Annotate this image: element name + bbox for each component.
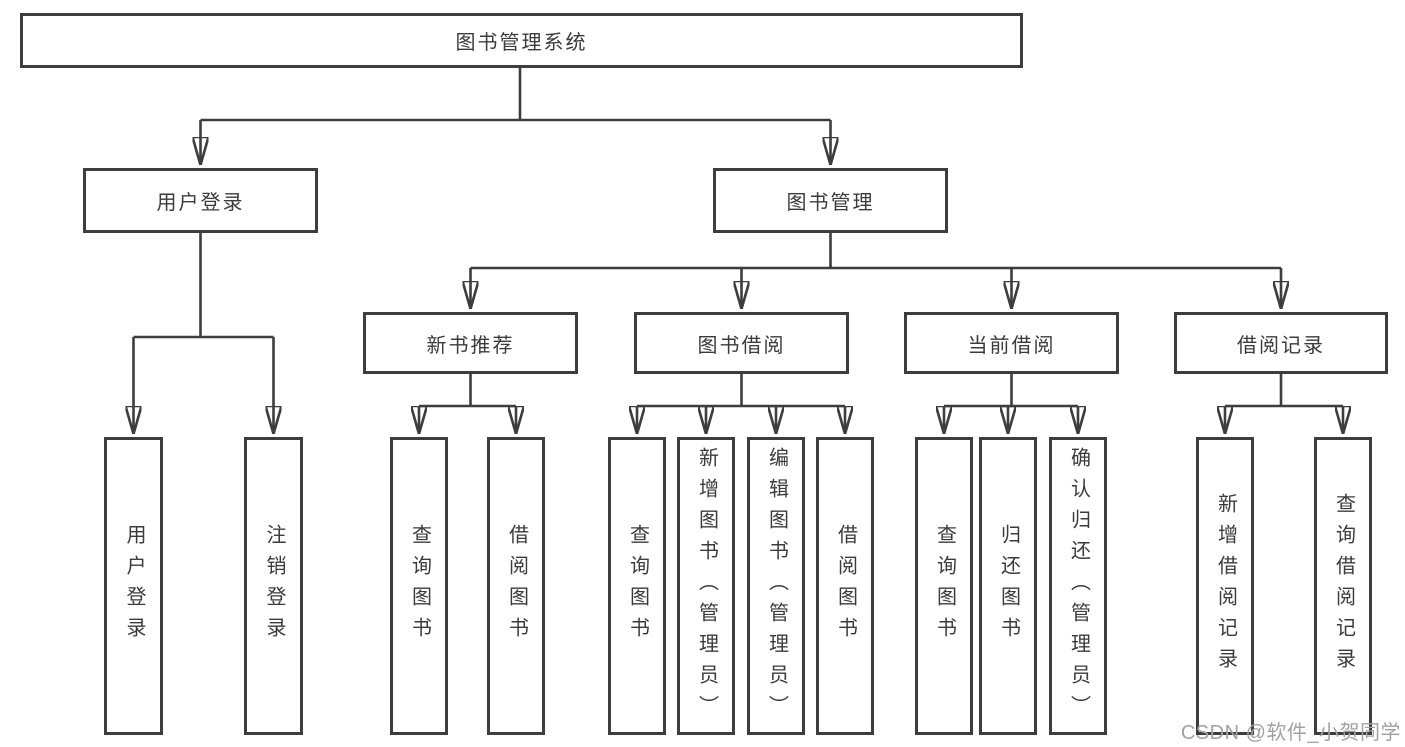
node-user-login-label: 用户登录: [156, 192, 245, 214]
node-borrowing-add-books-admin: 新增图书（管理员）: [677, 437, 735, 735]
node-current-query-books-label: 查询图书: [933, 524, 956, 648]
node-library-system: 图书管理系统: [20, 13, 1023, 68]
node-borrowing-borrow-books-label: 借阅图书: [834, 524, 857, 648]
node-borrowing-edit-books-admin: 编辑图书（管理员）: [747, 437, 805, 735]
connector-user-login-children: [134, 233, 274, 434]
node-current-borrowing: 当前借阅: [904, 312, 1119, 374]
node-logout-action-label: 注销登录: [263, 524, 285, 648]
node-current-borrowing-label: 当前借阅: [967, 334, 1056, 357]
node-borrowing-query-books: 查询图书: [608, 437, 666, 735]
watermark: CSDN @软件_小贺同学: [1180, 722, 1401, 744]
node-recommend-query-books: 查询图书: [390, 437, 448, 735]
node-borrowing-add-books-admin-label: 新增图书（管理员）: [695, 446, 718, 726]
node-user-login-action-label: 用户登录: [123, 524, 145, 648]
node-borrowing-borrow-books: 借阅图书: [816, 437, 874, 735]
node-new-book-recommendation: 新书推荐: [363, 312, 578, 374]
connector-recommendation-children: [419, 374, 516, 434]
node-records-add-record-label: 新增借阅记录: [1214, 493, 1237, 679]
node-current-return-books-label: 归还图书: [997, 524, 1020, 648]
connector-borrowing-children: [637, 374, 845, 434]
node-records-query-record-label: 查询借阅记录: [1332, 493, 1355, 679]
node-user-login-action: 用户登录: [104, 437, 163, 735]
node-book-management: 图书管理: [713, 168, 948, 233]
node-borrowing-records-label: 借阅记录: [1237, 334, 1325, 357]
node-recommend-borrow-books: 借阅图书: [487, 437, 545, 735]
node-new-book-recommendation-label: 新书推荐: [426, 334, 515, 357]
connector-root-to-level2: [201, 68, 831, 165]
node-records-query-record: 查询借阅记录: [1314, 437, 1372, 735]
node-borrowing-query-books-label: 查询图书: [626, 524, 649, 648]
node-current-confirm-return-admin: 确认归还（管理员）: [1049, 437, 1107, 735]
node-recommend-query-books-label: 查询图书: [408, 524, 431, 648]
node-book-borrowing-label: 图书借阅: [697, 334, 786, 357]
node-current-return-books: 归还图书: [979, 437, 1037, 735]
node-book-borrowing: 图书借阅: [634, 312, 849, 374]
node-records-add-record: 新增借阅记录: [1196, 437, 1254, 735]
node-current-confirm-return-admin-label: 确认归还（管理员）: [1067, 446, 1090, 726]
node-user-login: 用户登录: [83, 168, 318, 233]
node-current-query-books: 查询图书: [915, 437, 973, 735]
connector-current-borrowing-children: [944, 374, 1078, 434]
node-borrowing-edit-books-admin-label: 编辑图书（管理员）: [765, 446, 788, 726]
node-logout-action: 注销登录: [244, 437, 303, 735]
node-book-management-label: 图书管理: [786, 192, 875, 214]
connector-records-children: [1225, 374, 1343, 434]
node-library-system-label: 图书管理系统: [455, 32, 588, 54]
connector-book-management-to-level3: [471, 233, 1282, 309]
node-borrowing-records: 借阅记录: [1174, 312, 1388, 374]
node-recommend-borrow-books-label: 借阅图书: [505, 524, 528, 648]
